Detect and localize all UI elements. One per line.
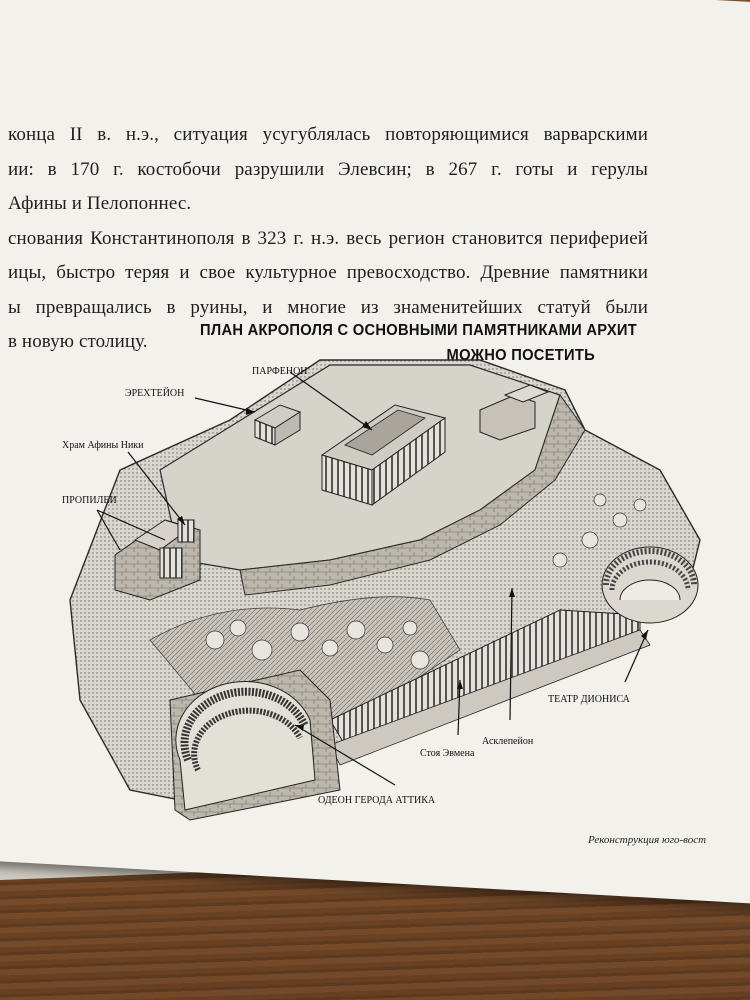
pointer-lines: [96, 371, 649, 786]
figure-caption: Реконструкция юго-вост: [588, 834, 707, 846]
label-athena-nike: Храм Афины Ники: [62, 440, 144, 451]
text-line: Афины и Пелопоннес.: [8, 193, 192, 214]
label-theatre-dionysus: ТЕАТР ДИОНИСА: [548, 694, 630, 705]
theatre-of-dionysus: [601, 546, 699, 624]
text-line: ии: в 170 г. костобочи разрушили Элевсин…: [8, 158, 648, 180]
text-line: снования Константинополя в 323 г. н.э. в…: [8, 227, 648, 249]
label-asklepieion: Асклепейон: [482, 736, 534, 747]
plan-title-line2: МОЖНО ПОСЕТИТЬ: [446, 347, 596, 364]
label-erechtheion: ЭРЕХТЕЙОН: [125, 388, 185, 399]
tree-clusters: [205, 493, 647, 670]
plan-title-line1: ПЛАН АКРОПОЛЯ С ОСНОВНЫМИ ПАМЯТНИКАМИ АР…: [200, 322, 638, 339]
erechtheion-building: [253, 404, 302, 446]
body-paragraph: конца II в. н.э., ситуация усугублялась …: [8, 118, 648, 360]
text-line: в новую столицу.: [8, 331, 148, 352]
athena-nike-temple: [177, 519, 195, 543]
label-stoa-eumenes: Стоя Эвмена: [420, 748, 475, 759]
odeon-of-herodes-atticus: [169, 669, 341, 821]
text-line: ицы, быстро теряя и свое культурное прев…: [8, 262, 648, 283]
label-propylaea: ПРОПИЛЕИ: [62, 495, 117, 506]
label-parthenon: ПАРФЕНОН: [252, 366, 308, 377]
text-line: конца II в. н.э., ситуация усугублялась …: [8, 124, 648, 145]
plan-title: ПЛАН АКРОПОЛЯ С ОСНОВНЫМИ ПАМЯТНИКАМИ АР…: [200, 318, 715, 368]
pointer-arrowheads: [177, 408, 648, 731]
text-line: ы превращались в руины, и многие из знам…: [8, 296, 648, 318]
label-odeon: ОДЕОН ГЕРОДА АТТИКА: [318, 795, 436, 806]
south-wall: [239, 393, 586, 596]
parthenon-building: [320, 404, 447, 506]
